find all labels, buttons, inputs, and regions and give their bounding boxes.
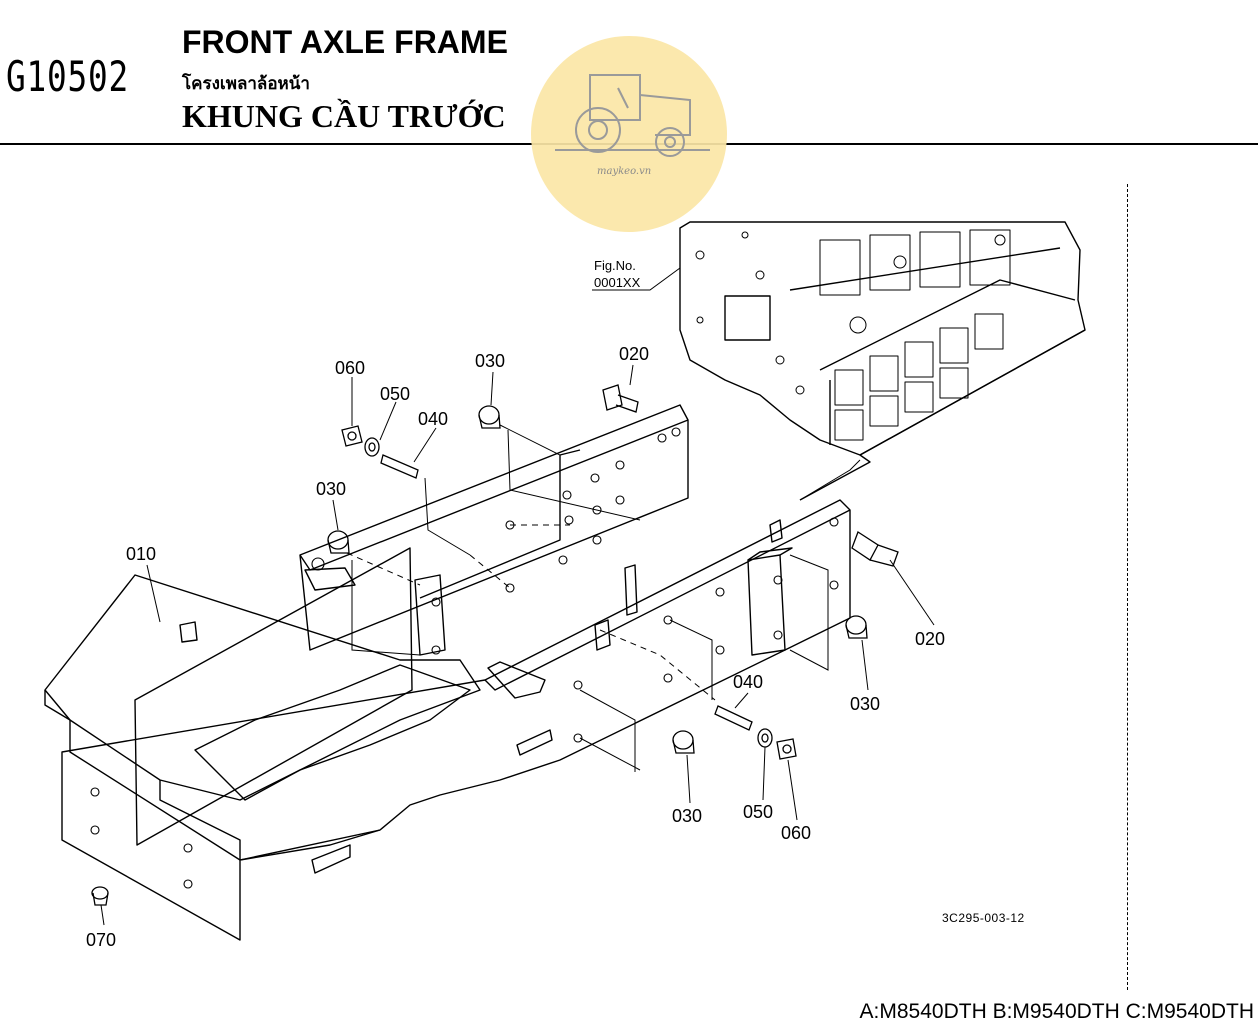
part-label-050-lower: 050 xyxy=(743,802,773,822)
part-label-020-upper: 020 xyxy=(619,344,649,364)
assembly-lines xyxy=(346,424,861,772)
part-label-050-upper: 050 xyxy=(380,384,410,404)
drawing-id: 3C295-003-12 xyxy=(942,911,1025,925)
part-label-030-upper: 030 xyxy=(475,351,505,371)
section-code: G10502 xyxy=(6,52,130,101)
part-label-020-right: 020 xyxy=(915,629,945,649)
title-thai: โครงเพลาล้อหน้า xyxy=(182,74,310,94)
part-label-030-right: 030 xyxy=(850,694,880,714)
part-label-060-lower: 060 xyxy=(781,823,811,843)
leader-lines xyxy=(100,364,935,926)
axle-frame-assembly xyxy=(44,404,851,941)
title-english: FRONT AXLE FRAME xyxy=(182,24,508,60)
fasteners xyxy=(91,384,899,906)
page-divider xyxy=(1127,184,1128,990)
engine-block-outline xyxy=(679,221,1086,501)
figure-ref-line1: Fig.No. xyxy=(594,258,636,273)
figure-ref-line2: 0001XX xyxy=(594,275,641,290)
part-label-010: 010 xyxy=(126,544,156,564)
title-vietnamese: KHUNG CẦU TRƯỚC xyxy=(182,98,506,134)
part-label-070: 070 xyxy=(86,930,116,950)
watermark-text: maykeo.vn xyxy=(597,166,652,177)
part-label-040-lower: 040 xyxy=(733,672,763,692)
model-list: A:M8540DTH B:M9540DTH C:M9540DTH xyxy=(859,1000,1254,1023)
part-label-040-upper: 040 xyxy=(418,409,448,429)
part-label-030-left: 030 xyxy=(316,479,346,499)
part-label-030-lower: 030 xyxy=(672,806,702,826)
part-label-060-upper: 060 xyxy=(335,358,365,378)
watermark-logo xyxy=(531,36,727,232)
